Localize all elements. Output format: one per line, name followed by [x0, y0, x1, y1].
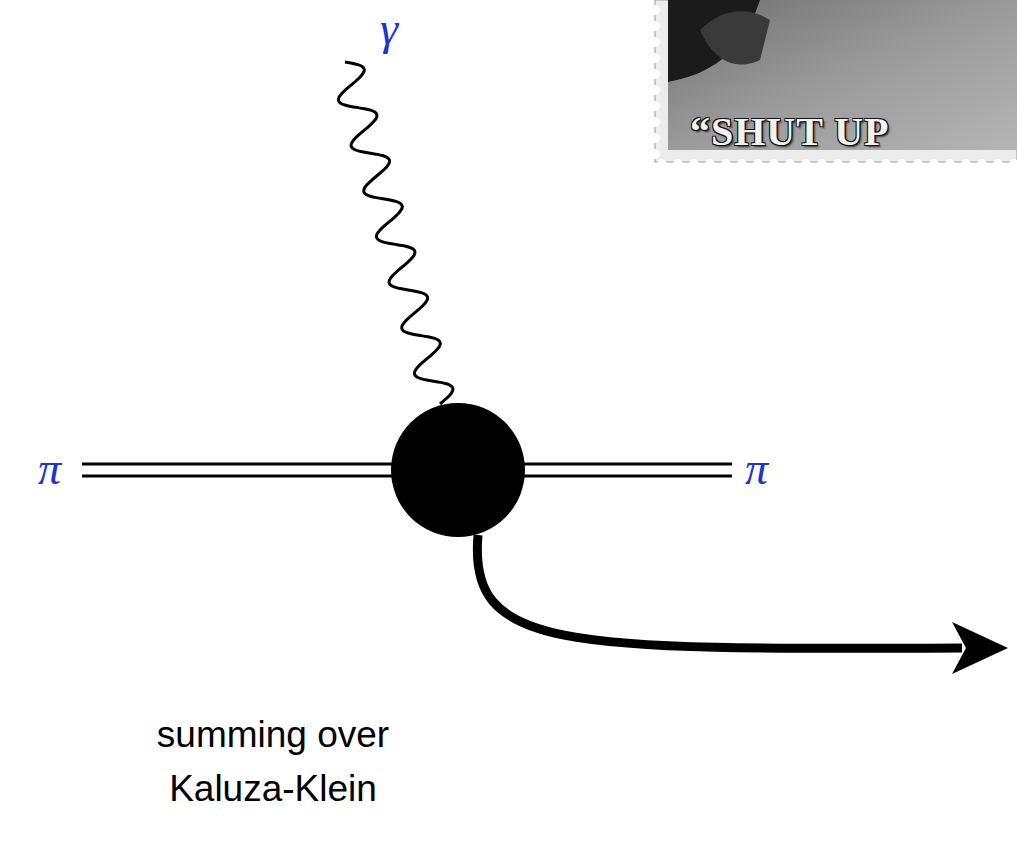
caption-note: summing over Kaluza-Klein	[138, 708, 408, 816]
stamp-picture	[650, 0, 1017, 169]
pion-line-left	[82, 464, 400, 476]
stamp-perforation	[650, 5, 1017, 169]
curved-arrow	[477, 535, 962, 648]
pion-label: π	[745, 446, 768, 492]
arrow-head	[952, 622, 1008, 674]
photon-label: γ	[380, 6, 398, 52]
pion-label: π	[38, 446, 61, 492]
photon-wave	[338, 62, 453, 404]
stamp-text: “SHUT UP	[690, 112, 890, 152]
pion-line-right	[515, 464, 732, 476]
vertex-blob	[391, 403, 525, 537]
